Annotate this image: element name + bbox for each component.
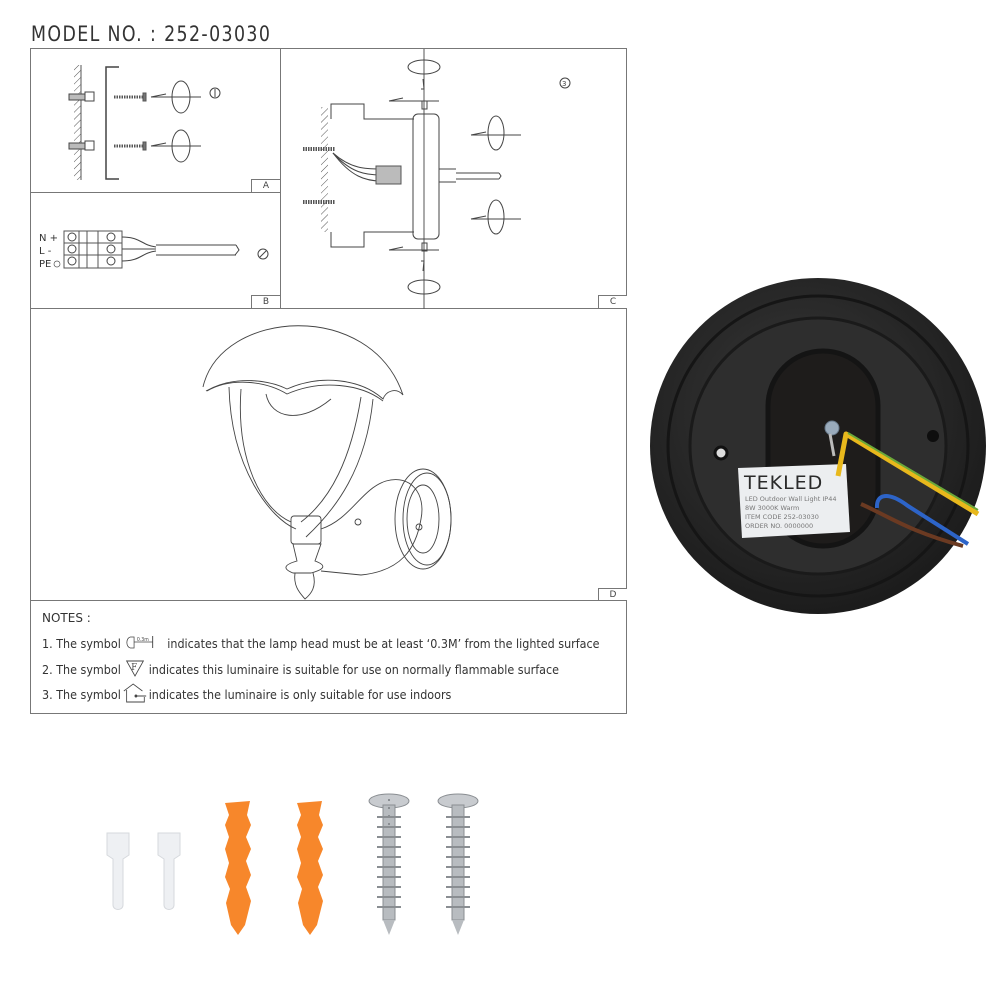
neutral-wire (874, 494, 970, 546)
installation-diagram-frame: A N + L - PE (30, 48, 627, 714)
flammable-surface-icon: F (125, 659, 145, 680)
panel-c-fixing: 3 C (281, 49, 627, 309)
model-number: MODEL NO. : 252-03030 (31, 22, 272, 46)
label-brand: TEKLED (743, 472, 823, 494)
wall-plug-icon (225, 801, 251, 935)
wall-plug-icon (297, 801, 323, 935)
note-prefix: 2. The symbol (42, 662, 121, 677)
wire-connector-icon (157, 832, 181, 910)
svg-text:ORDER NO. 0000000: ORDER NO. 0000000 (745, 522, 813, 530)
backplate-photo: TEKLED LED Outdoor Wall Light IP44 8W 30… (648, 276, 988, 616)
wire-connector-icon (106, 832, 130, 910)
svg-text:LED Outdoor Wall Light IP44: LED Outdoor Wall Light IP44 (745, 495, 836, 503)
panel-tag-d: D (598, 588, 627, 601)
panel-d-lamp-drawing: D (31, 309, 627, 601)
live-wire (860, 502, 964, 548)
panel-tag-b: B (251, 295, 280, 308)
notes-title: NOTES : (42, 611, 91, 625)
svg-text:3: 3 (562, 80, 566, 88)
screw-icon (368, 793, 410, 935)
lamp-line-drawing (202, 325, 452, 600)
svg-text:8W 3000K Warm: 8W 3000K Warm (745, 504, 799, 512)
panel-a-mounting: A (31, 49, 281, 193)
svg-text:ITEM CODE 252-03030: ITEM CODE 252-03030 (745, 513, 819, 521)
product-label: TEKLED LED Outdoor Wall Light IP44 8W 30… (738, 464, 850, 538)
svg-text:F: F (131, 663, 137, 673)
indoor-house-icon (122, 683, 148, 706)
note-item-2: 2. The symbol F indicates this luminaire… (42, 659, 559, 680)
note-item-1: 1. The symbol 0.3m indicates that the la… (42, 634, 600, 653)
note-prefix: 3. The symbol (42, 687, 121, 702)
note-item-3: 3. The symbol indicates the luminaire is… (42, 683, 451, 706)
earth-wire (835, 431, 980, 517)
accessories-row (95, 785, 495, 945)
earth-wire-stripe (847, 432, 979, 511)
note-text: indicates that the lamp head must be at … (167, 636, 600, 651)
distance-0.3m-icon: 0.3m (125, 634, 157, 653)
screw-icon (437, 793, 479, 935)
svg-text:PE: PE (39, 259, 51, 270)
note-text: indicates the luminaire is only suitable… (148, 687, 452, 702)
svg-text:L -: L - (39, 246, 52, 257)
note-text: indicates this luminaire is suitable for… (148, 662, 560, 677)
panel-b-wiring: N + L - PE B (31, 193, 281, 309)
terminal-block-diagram: N + L - PE (39, 230, 269, 270)
panel-tag-a: A (251, 179, 280, 192)
svg-text:0.3m: 0.3m (137, 637, 149, 643)
note-prefix: 1. The symbol (42, 636, 121, 651)
notes-section: NOTES : 1. The symbol 0.3m indicates tha… (31, 600, 627, 714)
fixture-mount-diagram: 3 (303, 49, 571, 309)
wall-screw-diagram (68, 65, 221, 180)
svg-text:N +: N + (39, 233, 58, 244)
panel-tag-c: C (598, 295, 627, 308)
